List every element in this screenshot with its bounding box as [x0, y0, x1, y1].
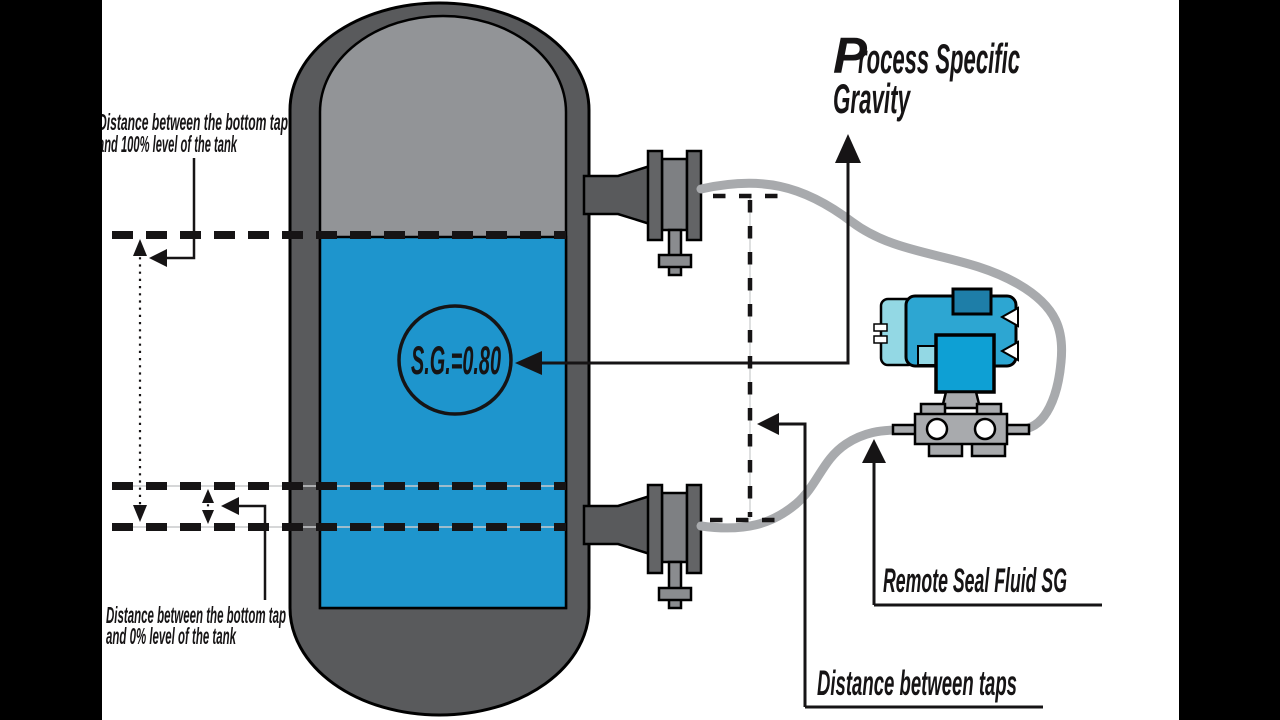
transmitter-manifold [891, 402, 1031, 458]
top-tap-flange-left [646, 149, 664, 242]
tap-reference-dashes [710, 193, 789, 523]
span-0-measure [202, 489, 214, 524]
process-sg-leader [540, 142, 850, 365]
leader-lines [149, 134, 1102, 709]
manifold-left-port [891, 423, 919, 436]
top-distance-label-line1: Distance between the bottom tap [98, 109, 288, 135]
top-tap-flange-right [685, 149, 703, 242]
bottom-tap-flange-left [646, 483, 664, 575]
manifold-bolt-hole [925, 417, 949, 441]
end-cap-notch [873, 323, 888, 332]
housing-notch [999, 340, 1019, 362]
top-tap-flange-body [660, 157, 689, 232]
letterbox-right [1179, 0, 1280, 720]
top-distance-label-line2: and 100% level of the tank [98, 131, 238, 157]
sg-circle [397, 304, 513, 416]
arrow-down-icon [133, 505, 147, 522]
arrow-up-icon [133, 239, 147, 256]
capillary-bottom-tap [696, 425, 903, 533]
capillary-top-tap [696, 178, 1067, 434]
transmitter-top-tab [951, 287, 993, 316]
top-tap-valve-handle [657, 253, 693, 269]
arrow-left-icon [515, 351, 542, 375]
housing-notch [999, 306, 1019, 328]
top-tap [582, 149, 703, 277]
arrow-left-icon [757, 413, 779, 435]
level-lines [112, 231, 566, 531]
tank [288, 1, 591, 717]
tank-liquid [318, 235, 568, 610]
arrow-left-icon [221, 497, 239, 515]
top-label-leader [158, 158, 196, 260]
span-100-measure [133, 239, 147, 522]
title-line2: Gravity [833, 75, 911, 122]
bottom-distance-label-line2: and 0% level of the tank [106, 623, 237, 649]
bottom-tap-flange-body [660, 491, 689, 564]
title-line1: rocess Specific [858, 35, 1020, 82]
arrow-up-icon [202, 489, 214, 503]
sg-value: S.G.=0.80 [411, 339, 501, 383]
manifold-bolt-hole [973, 417, 997, 441]
end-cap-notch [873, 335, 888, 344]
arrow-left-icon [149, 249, 167, 267]
remote-seal-leader [872, 448, 1102, 607]
manifold-right-port [1003, 423, 1031, 436]
transmitter-neck [940, 390, 982, 410]
distance-between-taps-label: Distance between taps [817, 664, 1017, 703]
dp-transmitter [873, 287, 1031, 458]
title-initial: P [833, 27, 868, 84]
bottom-label-leader [230, 504, 267, 600]
arrow-up-icon [835, 134, 861, 163]
bottom-tap [582, 483, 703, 610]
remote-seal-label: Remote Seal Fluid SG [883, 562, 1067, 600]
transmitter-sensor-module [934, 333, 996, 394]
tap-to-tap-dashed-line [710, 193, 789, 523]
arrow-up-icon [862, 439, 886, 463]
arrow-down-icon [202, 510, 214, 524]
bottom-distance-label-line1: Distance between the bottom tap [106, 602, 286, 628]
text-labels: P rocess Specific Gravity Distance betwe… [98, 27, 1067, 703]
bottom-tap-valve-handle [657, 586, 693, 602]
letterbox-left [0, 0, 102, 720]
